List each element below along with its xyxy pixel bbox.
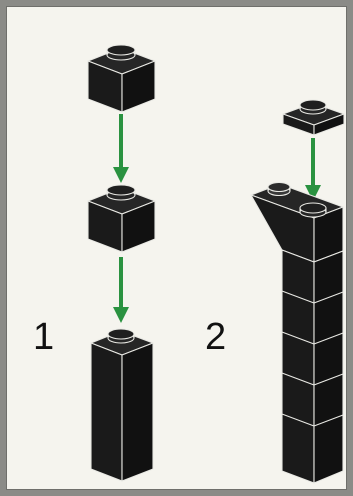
step2-plate-brick [282,99,345,136]
step-number-2: 2 [205,316,227,358]
step2-tower [250,181,344,484]
step1-middle-brick [87,184,156,253]
step-number-1: 1 [33,316,55,358]
assembly-diagram [87,44,345,484]
step1-column-brick [90,328,154,482]
step1-top-brick [87,44,156,113]
